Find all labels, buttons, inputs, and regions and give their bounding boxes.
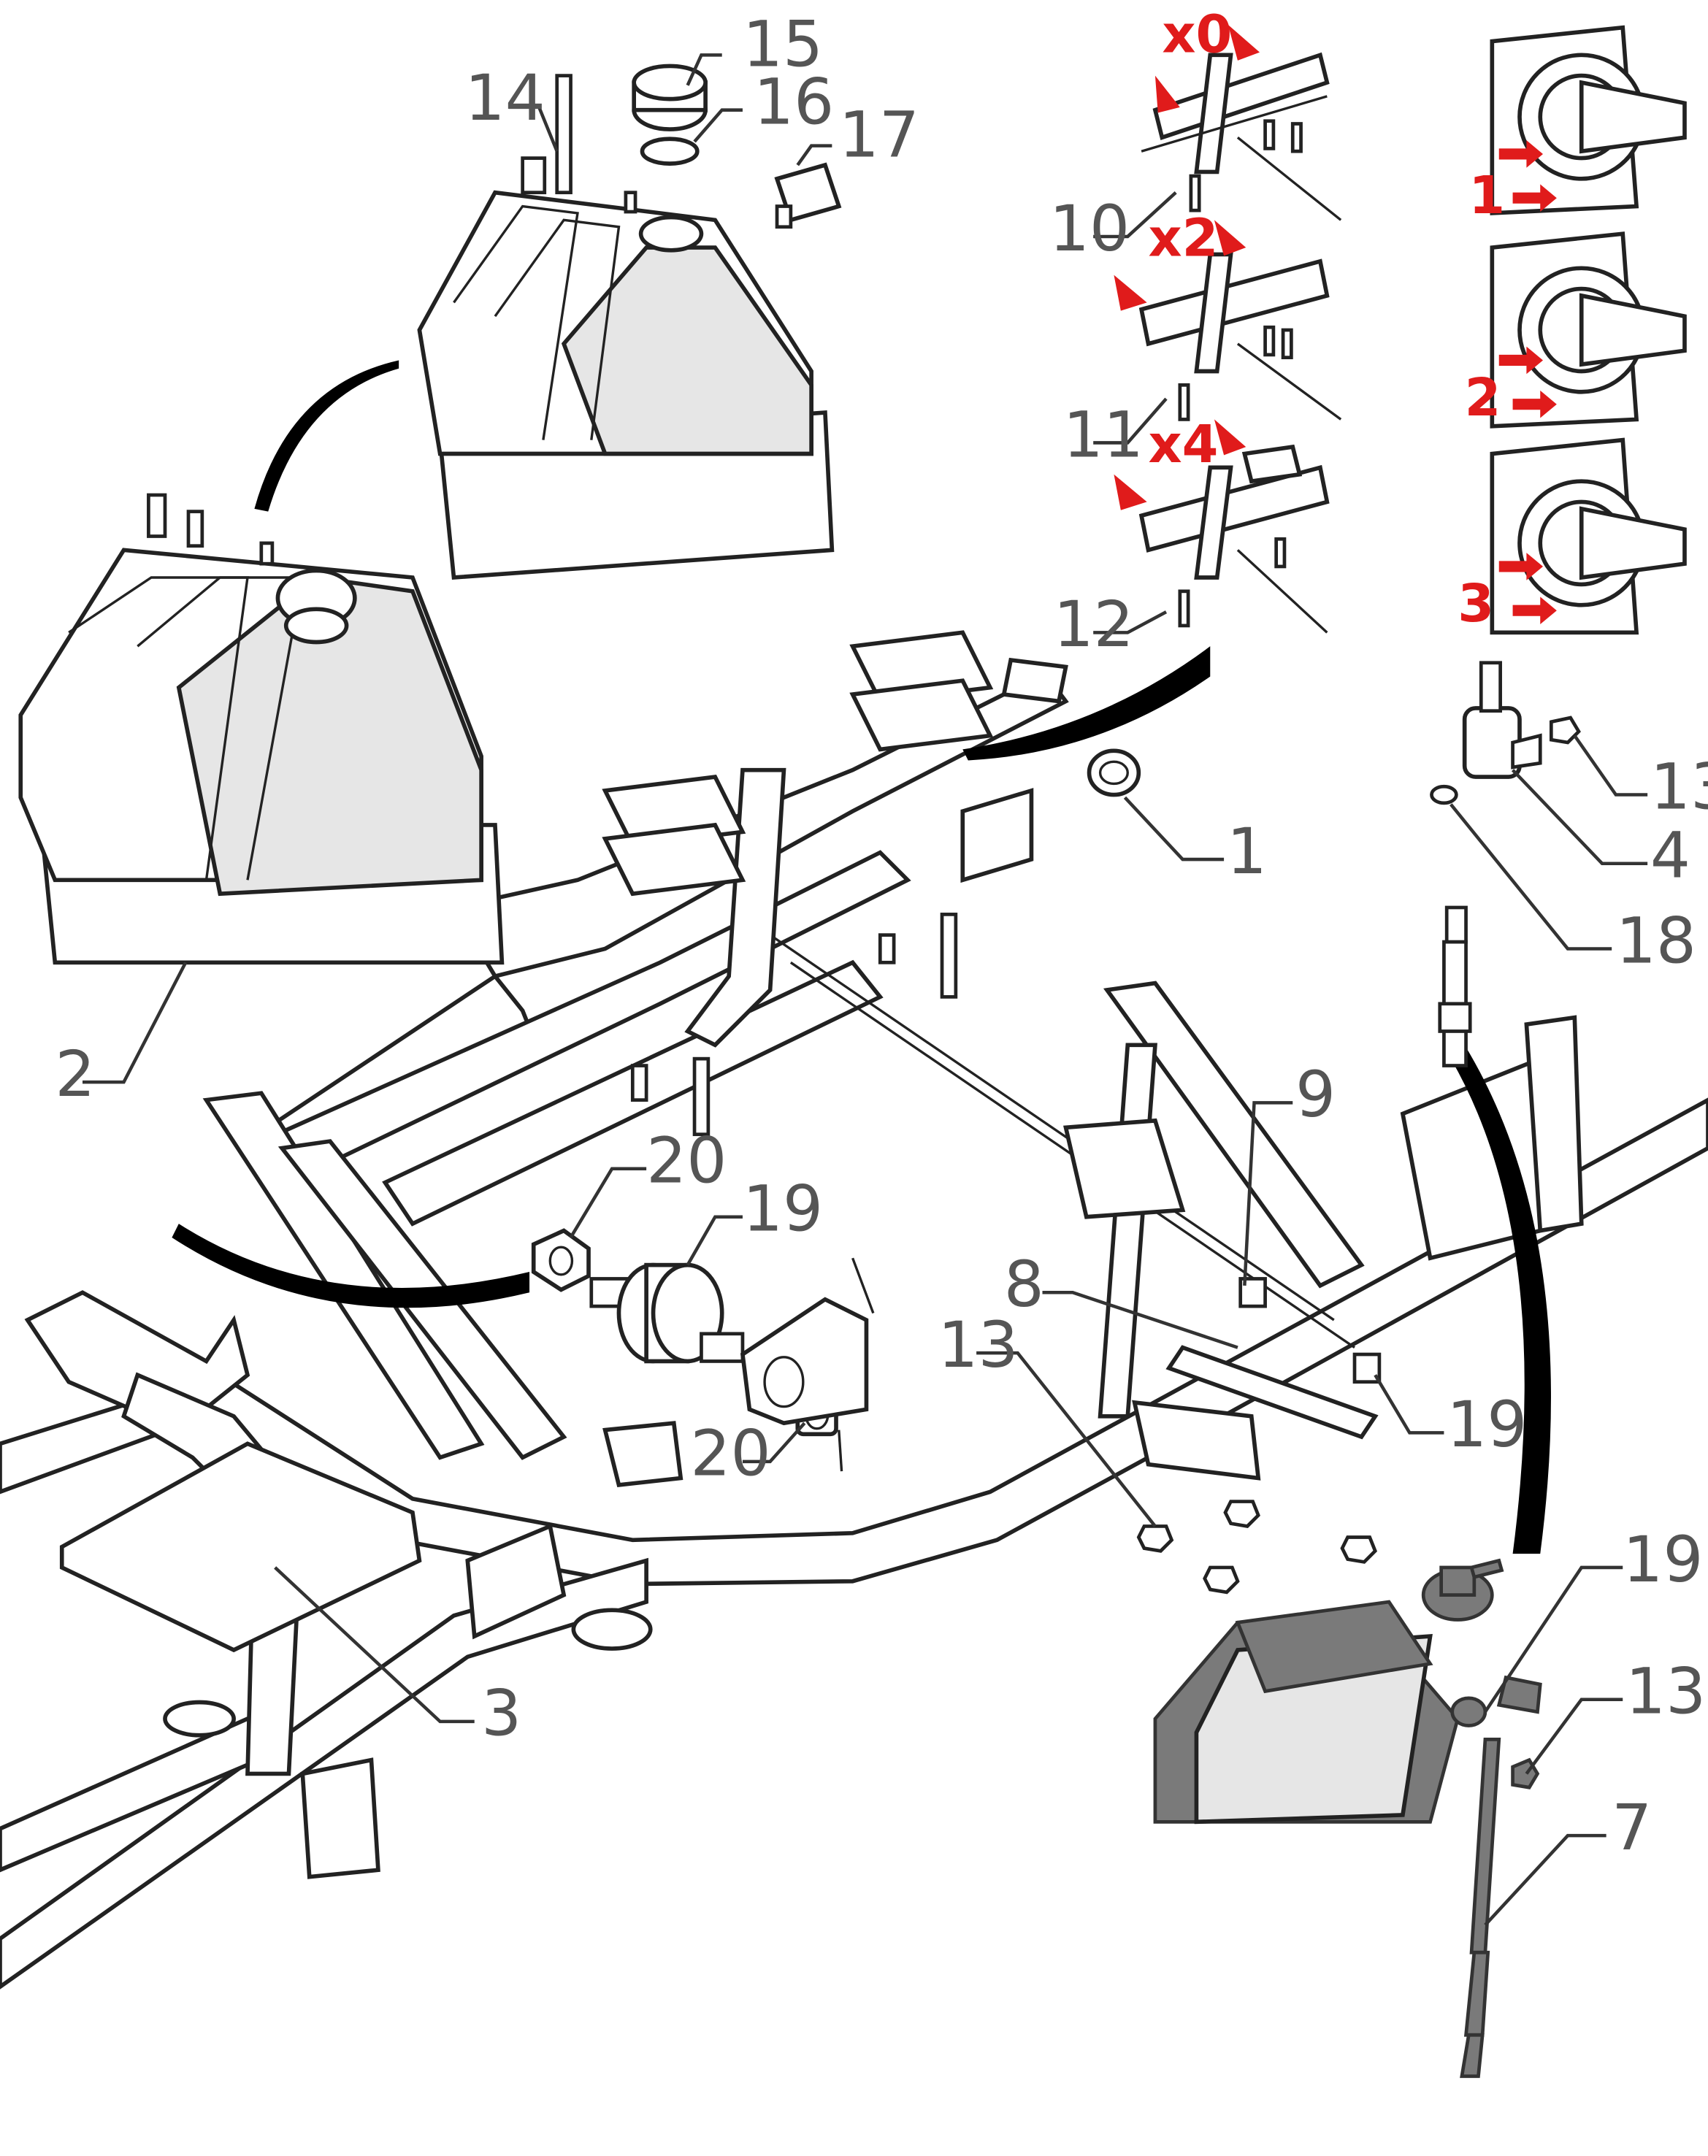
mount-connector-arc (962, 646, 1211, 761)
callout-4: 4 (1650, 820, 1690, 893)
bearing-position-panels: 1 2 3 (1458, 25, 1687, 635)
callout-13-radiator: 13 (1625, 1656, 1706, 1729)
flange-nut-group (1136, 1500, 1378, 1595)
spacer-nut-part (531, 1228, 591, 1292)
fuel-tank-installed (18, 493, 505, 965)
callout-3: 3 (481, 1678, 521, 1751)
mount-option-x4-label: x4 (1149, 414, 1219, 475)
callout-20-bottom: 20 (690, 1418, 770, 1491)
silent-block-part (589, 1262, 745, 1364)
filler-cap-part (632, 64, 708, 131)
callout-19-mid: 19 (743, 1173, 823, 1246)
breather-pipe-part (1438, 905, 1472, 1067)
vent-hose-part (1460, 1737, 1501, 2079)
callout-20-top: 20 (646, 1125, 727, 1198)
bearing-panel-3 (1490, 437, 1687, 635)
mount-option-panels: x0 x2 x4 (1114, 4, 1342, 634)
callout-labels: 15 16 17 14 10 11 12 13 4 18 1 2 3 9 8 1… (55, 8, 1708, 1865)
bearing-panel-1 (1490, 25, 1687, 215)
bearing-position-2-label: 2 (1465, 367, 1501, 428)
callout-7: 7 (1612, 1792, 1652, 1865)
callout-13-floor: 13 (938, 1309, 1018, 1382)
callout-8: 8 (1004, 1248, 1044, 1321)
mount-bracket (740, 1257, 875, 1472)
tank-connector-arc (254, 360, 399, 512)
radiator-connector-arc (1450, 1045, 1551, 1554)
fuel-filter-part (1462, 661, 1542, 779)
callout-2: 2 (55, 1038, 95, 1111)
fuel-tank-detail (417, 74, 835, 580)
callout-12: 12 (1054, 588, 1134, 661)
callout-17: 17 (839, 99, 919, 172)
bearing-position-3-label: 3 (1458, 573, 1494, 634)
callout-9: 9 (1295, 1059, 1336, 1132)
mount-option-x0-label: x0 (1162, 4, 1232, 65)
callout-16: 16 (754, 66, 834, 139)
callout-15: 15 (743, 8, 823, 81)
callout-19-floor: 19 (1447, 1389, 1527, 1462)
mount-option-x4 (1138, 444, 1330, 634)
callout-19-radiator: 19 (1623, 1524, 1703, 1597)
bearing-panel-2 (1490, 231, 1687, 429)
mount-connector-arc-2 (172, 1224, 530, 1308)
callout-18: 18 (1616, 905, 1696, 978)
mount-option-x0 (1141, 52, 1342, 221)
callout-11: 11 (1063, 399, 1144, 472)
nut-part (1549, 716, 1581, 745)
mount-option-x2-label: x2 (1149, 207, 1219, 268)
callout-13-top: 13 (1650, 751, 1708, 824)
callout-10: 10 (1049, 193, 1130, 266)
bearing-position-1-label: 1 (1468, 165, 1505, 226)
filler-seal-part (640, 137, 700, 166)
screw-part (1430, 784, 1458, 805)
mount-option-x2 (1138, 252, 1342, 421)
callout-14: 14 (465, 62, 545, 135)
leader-lines (82, 53, 1648, 1927)
radiator-detail (1153, 1558, 1542, 1825)
breather-knob-part (774, 162, 842, 229)
callout-1: 1 (1227, 816, 1267, 889)
